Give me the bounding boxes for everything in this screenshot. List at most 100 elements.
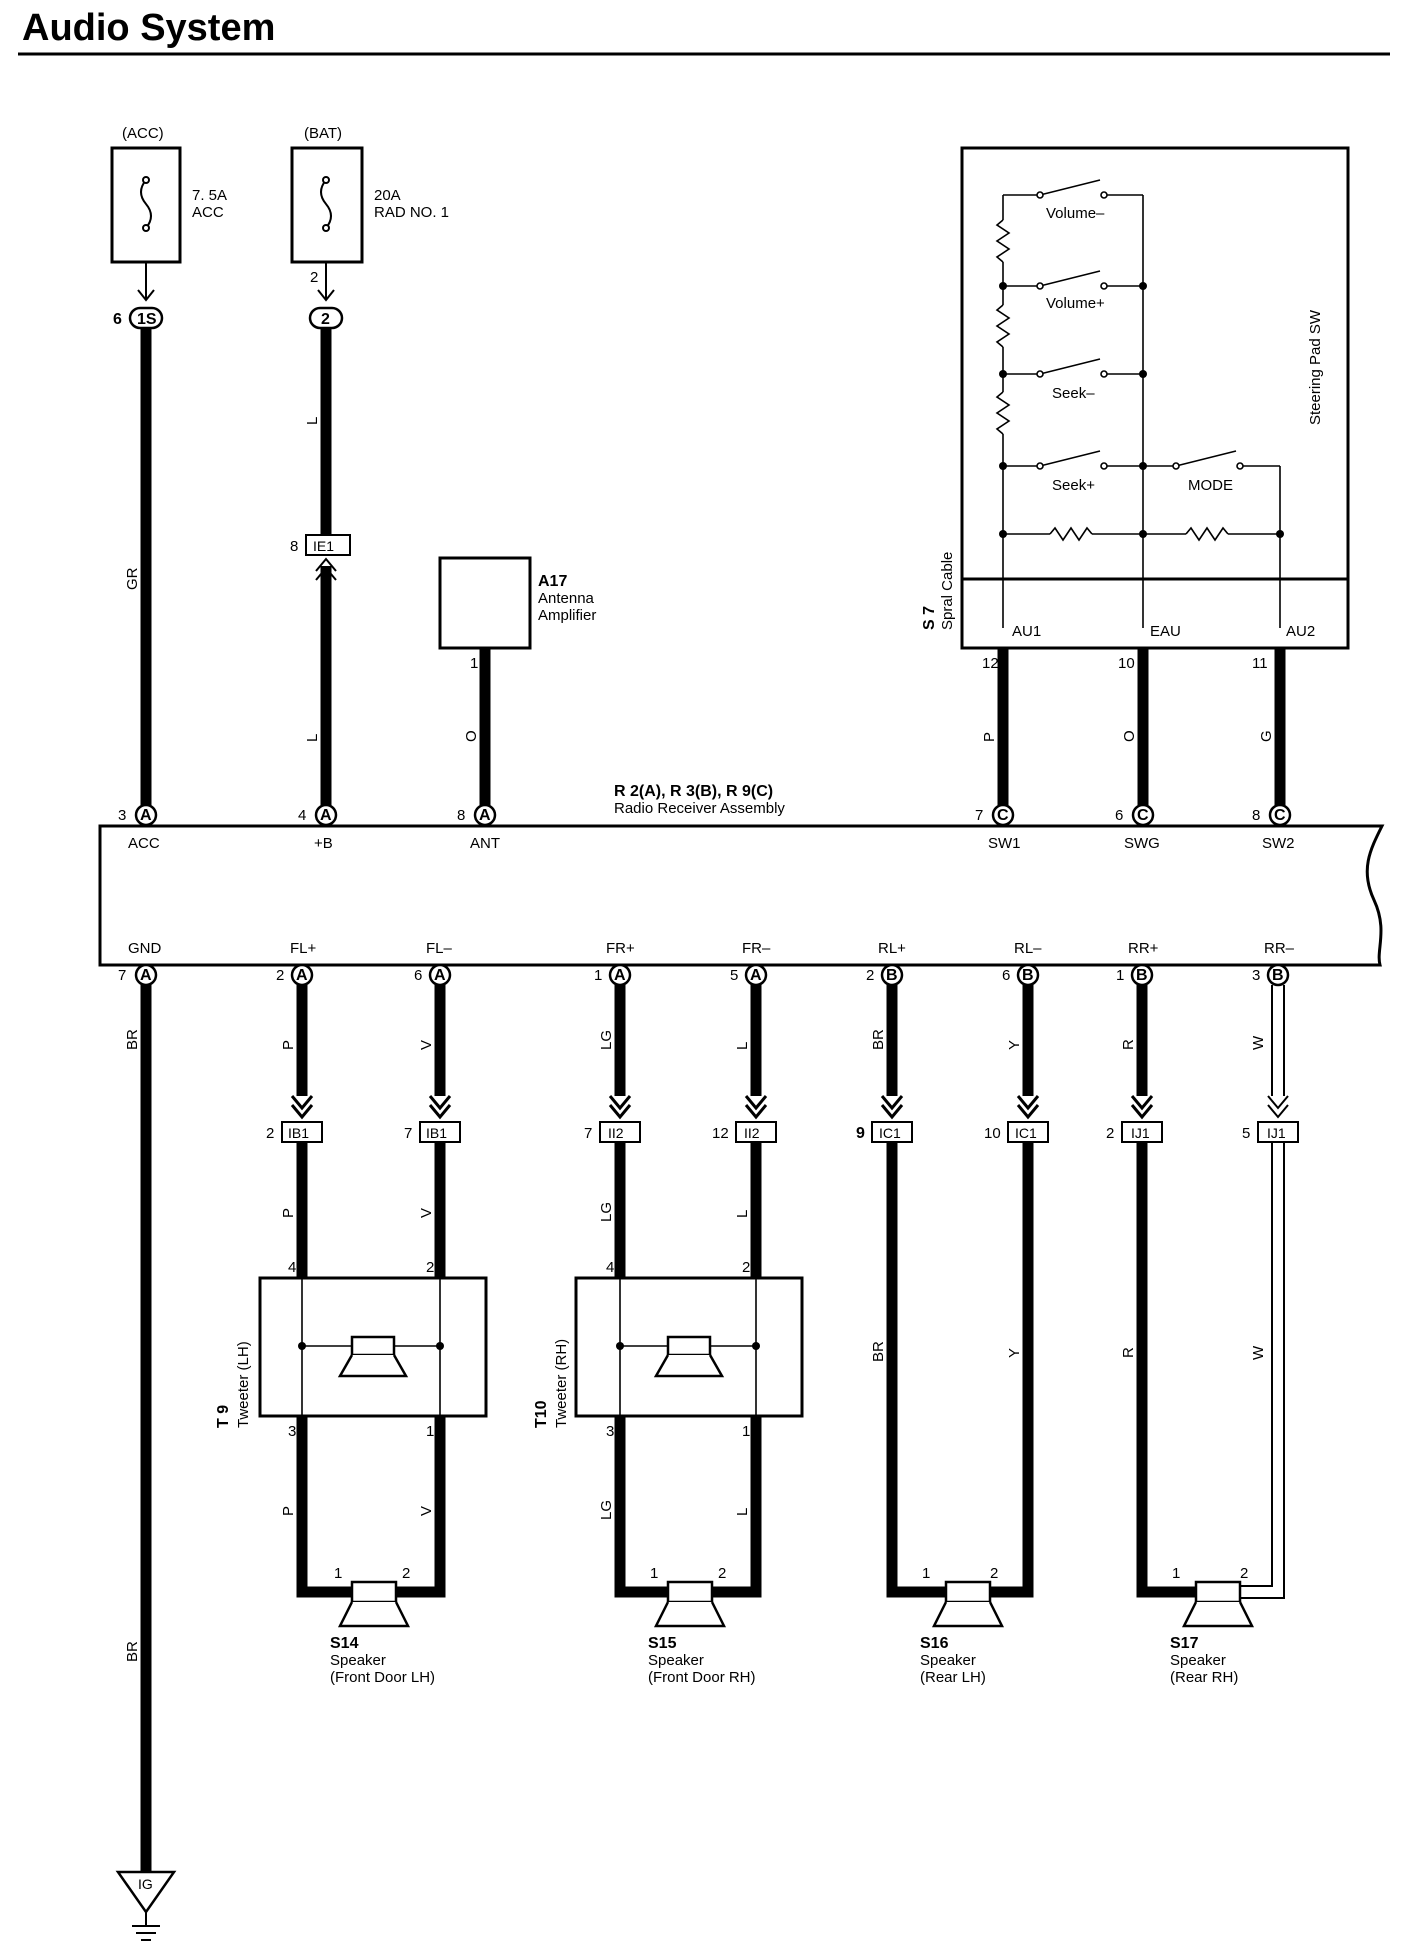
fuse-acc-element-icon xyxy=(140,179,152,229)
tweeter-rh-id: T10 xyxy=(533,1400,550,1428)
pin-b-label: +B xyxy=(314,835,333,852)
chevron-down-icon xyxy=(1267,1095,1289,1119)
tweeter-rh-pin4: 4 xyxy=(606,1259,614,1276)
pin-flm-label: FL– xyxy=(426,940,453,957)
pin-flm-conn: A xyxy=(434,967,446,984)
wire-gnd-color-upper: BR xyxy=(124,1029,141,1050)
pin-ant-label: ANT xyxy=(470,835,500,852)
switch-seek-plus-label: Seek+ xyxy=(1052,477,1095,494)
tweeter-rh-pin2: 2 xyxy=(742,1259,750,1276)
wire-lower-y: Y xyxy=(1006,1348,1023,1358)
pin-gnd-num: 7 xyxy=(118,967,126,984)
wire-lower-lg: LG xyxy=(598,1202,615,1222)
junction-ij1-b-pin: 5 xyxy=(1242,1125,1250,1142)
pin-frm-num: 5 xyxy=(730,967,738,984)
fuse-bat: (BAT) 20A RAD NO. 1 2 xyxy=(290,125,449,286)
fuse-acc: (ACC) 7. 5A ACC xyxy=(110,125,227,264)
speaker-wire-colors-upper: P V LG L BR Y R W xyxy=(280,1029,1267,1050)
s14-name: Speaker xyxy=(330,1652,386,1669)
junction-ic1-a-label: IC1 xyxy=(879,1125,901,1141)
tweeter-rh-name: Tweeter (RH) xyxy=(553,1339,570,1428)
junction-ib1-a-label: IB1 xyxy=(288,1125,309,1141)
antenna-id: A17 xyxy=(538,573,567,590)
pin-gnd-conn: A xyxy=(140,967,152,984)
chevron-down-icon xyxy=(608,1095,632,1120)
s17-pin1: 1 xyxy=(1172,1565,1180,1582)
speaker-s15: 1 2 S15 Speaker (Front Door RH) xyxy=(648,1565,756,1686)
wire-sw2-color: G xyxy=(1258,730,1275,742)
resistor-icon xyxy=(1049,526,1093,542)
pin-frp-conn: A xyxy=(614,967,626,984)
tweeter-lh-pin1: 1 xyxy=(426,1423,434,1440)
wire-sw1-color: P xyxy=(981,732,998,742)
switch-seek-plus-icon xyxy=(1039,450,1101,467)
wire-ant-color: O xyxy=(463,730,480,742)
antenna-line2: Amplifier xyxy=(538,607,596,624)
pin-b-num: 4 xyxy=(298,807,306,824)
pin-frm-label: FR– xyxy=(742,940,771,957)
resistor-icon xyxy=(995,391,1011,435)
wire-lower-w: W xyxy=(1250,1345,1267,1360)
receiver-top-pins: A 3 ACC A 4 +B A 8 ANT C 7 SW1 C 6 SWG C… xyxy=(118,803,1295,852)
steering-pin-12: 12 xyxy=(982,655,999,672)
junction-ic1-b-label: IC1 xyxy=(1015,1125,1037,1141)
s17-pin2: 2 xyxy=(1240,1565,1248,1582)
antenna-amplifier: A17 Antenna Amplifier 1 xyxy=(438,556,596,672)
pin-rlp-num: 2 xyxy=(866,967,874,984)
pin-sw1-num: 7 xyxy=(975,807,983,824)
junction-ib1-a-pin: 2 xyxy=(266,1125,274,1142)
pin-rlm-num: 6 xyxy=(1002,967,1010,984)
switch-seek-minus-label: Seek– xyxy=(1052,385,1095,402)
pin-sw2-conn: C xyxy=(1274,807,1286,824)
speaker-s14: 1 2 S14 Speaker (Front Door LH) xyxy=(330,1565,435,1686)
s16-id: S16 xyxy=(920,1635,949,1652)
switch-volume-plus-icon xyxy=(1039,270,1101,287)
pin-gnd-label: GND xyxy=(128,940,162,957)
spiral-id: S 7 xyxy=(921,606,938,630)
receiver-name: Radio Receiver Assembly xyxy=(614,800,785,817)
s15-pin1: 1 xyxy=(650,1565,658,1582)
junction-ie1 xyxy=(305,534,351,556)
s16-name: Speaker xyxy=(920,1652,976,1669)
tweeter-rh-pin3: 3 xyxy=(606,1423,614,1440)
pin-ant-conn: A xyxy=(479,807,491,824)
junction-ib1-b-pin: 7 xyxy=(404,1125,412,1142)
pin-rrm-label: RR– xyxy=(1264,940,1295,957)
speaker-icon xyxy=(1181,1580,1255,1628)
terminal-au1: AU1 xyxy=(1012,623,1041,640)
speaker-icon xyxy=(653,1580,727,1628)
wire-acc-color: GR xyxy=(124,567,141,590)
wire-rrp-color: R xyxy=(1120,1039,1137,1050)
wire-frp-color: LG xyxy=(598,1030,615,1050)
pin-rlp-conn: B xyxy=(886,967,898,984)
chevron-down-icon xyxy=(1130,1095,1154,1120)
speaker-icon xyxy=(931,1580,1005,1628)
spiral-name: Spral Cable xyxy=(939,552,956,630)
fuse-acc-rating: 7. 5A xyxy=(192,187,227,204)
junction-ij1-b-label: IJ1 xyxy=(1267,1125,1286,1141)
junction-ii2-a-label: II2 xyxy=(608,1125,624,1141)
junction-ic1-b-pin: 10 xyxy=(984,1125,1001,1142)
s14-id: S14 xyxy=(330,1635,359,1652)
radio-receiver: R 2(A), R 3(B), R 9(C) Radio Receiver As… xyxy=(98,783,1385,967)
pin-b-conn: A xyxy=(320,807,332,824)
wire-lower-v: V xyxy=(418,1208,435,1218)
tweeter-rh-pin1: 1 xyxy=(742,1423,750,1440)
pin-acc-num: 3 xyxy=(118,807,126,824)
s16-loc: (Rear LH) xyxy=(920,1669,986,1686)
arrow-down-icon xyxy=(317,289,335,302)
pin-ant-num: 8 xyxy=(457,807,465,824)
pin-frm-conn: A xyxy=(750,967,762,984)
fuse-acc-name: ACC xyxy=(192,204,224,221)
s17-id: S17 xyxy=(1170,1635,1199,1652)
tweeter-rh: 4 2 3 1 T10 Tweeter (RH) xyxy=(533,1259,804,1440)
junction-ij1-a-label: IJ1 xyxy=(1131,1125,1150,1141)
chevron-down-icon xyxy=(290,1095,314,1120)
pin-rlm-label: RL– xyxy=(1014,940,1042,957)
s14-loc: (Front Door LH) xyxy=(330,1669,435,1686)
wire-lower-br: BR xyxy=(870,1341,887,1362)
wire-lower-r: R xyxy=(1120,1347,1137,1358)
resistor-icon xyxy=(1185,526,1229,542)
wire-tw-p: P xyxy=(280,1506,297,1516)
wire-tw-v: V xyxy=(418,1506,435,1516)
